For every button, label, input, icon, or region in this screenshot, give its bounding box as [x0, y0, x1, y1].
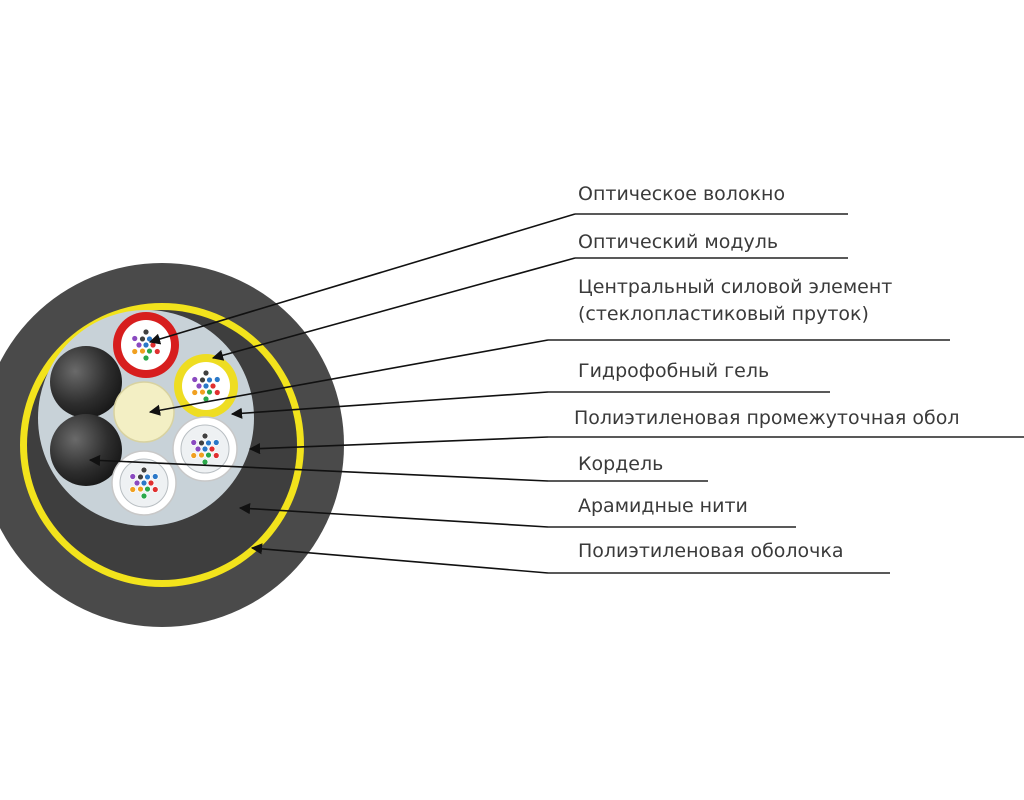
optical-fiber-strand: [198, 451, 205, 459]
optical-fiber-bundle: [190, 432, 220, 466]
leader-hydrophobic-gel: [230, 391, 549, 419]
optical-fiber-strand: [206, 376, 213, 384]
optical-fiber-strand: [190, 439, 198, 446]
leader-outer-sheath: [250, 543, 549, 574]
optical-fiber-bundle: [191, 369, 221, 403]
optical-fiber-strand: [144, 485, 151, 493]
optical-fiber-strand: [139, 335, 146, 343]
optical-fiber-strand: [194, 445, 202, 453]
optical-fiber-strand: [191, 389, 199, 396]
optical-fiber-strand: [191, 376, 199, 383]
optical-module-white-bottom: [111, 450, 177, 516]
optical-fiber-strand: [209, 382, 217, 390]
optical-fiber-strand: [202, 382, 210, 390]
optical-fiber-strand: [208, 445, 216, 453]
optical-fiber-strand: [206, 388, 213, 396]
optical-module-yellow: [174, 354, 238, 418]
optical-fiber-strand: [131, 335, 139, 342]
label-aramid-yarns: Арамидные нити: [578, 495, 748, 517]
optical-fiber-strand: [151, 486, 159, 493]
leader-central-strength-member: [148, 339, 549, 416]
optical-fiber-strand: [142, 341, 150, 349]
label-optical-module: Оптический модуль: [578, 231, 778, 253]
leader-lines: [88, 213, 576, 574]
optical-fiber-strand: [212, 439, 220, 446]
optical-fiber-strand: [139, 347, 146, 355]
optical-module-red: [113, 312, 179, 378]
optical-fiber-strand: [201, 458, 209, 466]
labels: Оптическое волокно Оптический модуль Цен…: [574, 183, 960, 562]
optical-fiber-strand: [195, 382, 203, 390]
label-hydrophobic-gel: Гидрофобный гель: [578, 360, 769, 382]
optical-module-white-right: [172, 416, 238, 482]
cord-top: [50, 346, 122, 418]
cable-cross-section: [0, 263, 344, 627]
label-cord: Кордель: [578, 453, 663, 475]
label-intermediate-sheath: Полиэтиленовая промежуточная обол: [574, 407, 960, 429]
optical-fiber-strand: [198, 439, 205, 447]
optical-fiber-strand: [199, 376, 206, 384]
optical-fiber-strand: [213, 389, 221, 396]
optical-fiber-strand: [201, 432, 209, 440]
optical-fiber-strand: [142, 328, 150, 336]
optical-fiber-strand: [201, 445, 209, 453]
optical-fiber-strand: [135, 341, 143, 349]
optical-fiber-strand: [131, 348, 139, 355]
optical-fiber-strand: [147, 479, 155, 487]
optical-fiber-strand: [140, 492, 148, 500]
optical-fiber-strand: [133, 479, 141, 487]
optical-fiber-strand: [142, 354, 150, 362]
optical-fiber-strand: [140, 466, 148, 474]
optical-fiber-strand: [149, 341, 157, 349]
leader-aramid-yarns: [238, 503, 549, 528]
optical-fiber-strand: [137, 485, 144, 493]
label-underlines: [548, 213, 1024, 574]
optical-fiber-strand: [199, 388, 206, 396]
optical-fiber-strand: [212, 452, 220, 459]
optical-fiber-strand: [202, 369, 210, 377]
optical-fiber-bundle: [129, 466, 159, 500]
central-strength-member-rod: [113, 381, 175, 443]
optical-fiber-strand: [205, 439, 212, 447]
label-optical-fiber: Оптическое волокно: [578, 183, 785, 205]
cord-bottom: [50, 414, 122, 486]
label-outer-sheath: Полиэтиленовая оболочка: [578, 540, 844, 562]
leader-optical-module: [211, 257, 576, 361]
optical-fiber-strand: [137, 473, 144, 481]
optical-fiber-strand: [144, 473, 151, 481]
optical-fiber-strand: [190, 452, 198, 459]
leader-cord: [88, 454, 549, 482]
leader-optical-fiber: [148, 213, 576, 345]
optical-fiber-strand: [213, 376, 221, 383]
optical-fiber-strand: [129, 486, 137, 493]
optical-fiber-strand: [153, 348, 161, 355]
label-central-strength-member: Центральный силовой элемент (стеклопласт…: [578, 276, 898, 325]
optical-fiber-strand: [151, 473, 159, 480]
leader-intermediate-sheath: [248, 436, 549, 455]
optical-fiber-strand: [205, 451, 212, 459]
optical-fiber-strand: [140, 479, 148, 487]
optical-fiber-strand: [146, 347, 153, 355]
optical-fiber-strand: [129, 473, 137, 480]
